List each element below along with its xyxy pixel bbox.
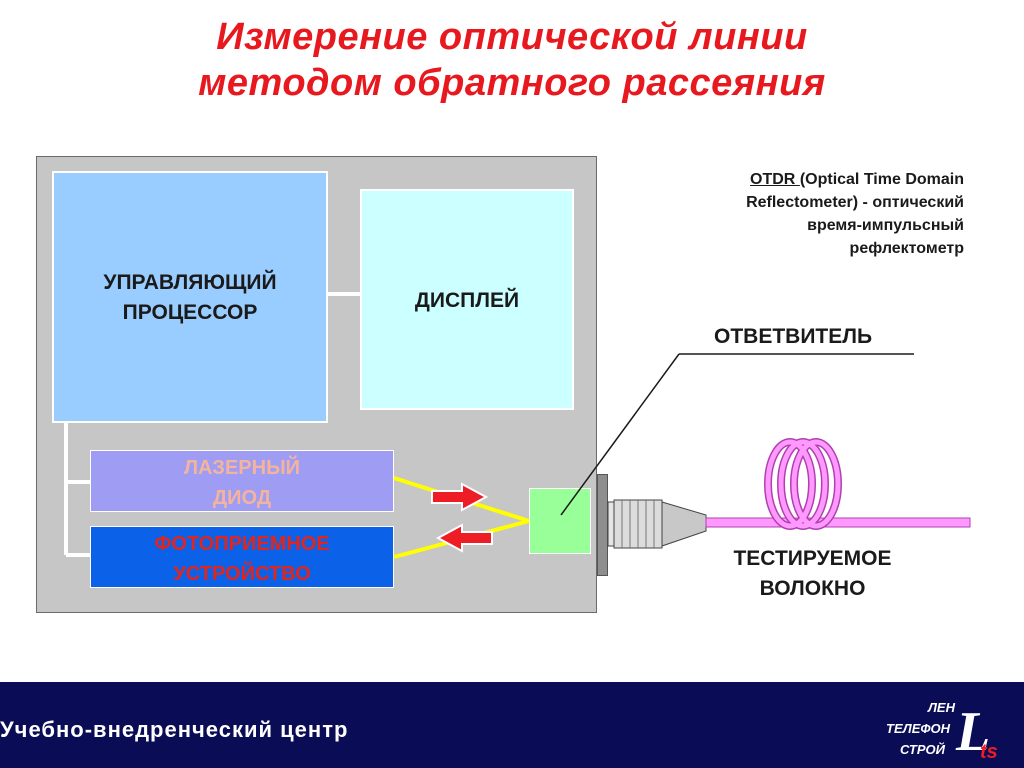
cpu-label-line-2: ПРОЦЕССОР (122, 301, 258, 324)
arrow-right-icon (431, 482, 489, 512)
fiber-label-line-1: ТЕСТИРУЕМОЕ (733, 547, 892, 570)
otdr-line-3: время-импульсный (807, 217, 964, 234)
laser-label-line-2: ДИОД (212, 487, 272, 509)
coupler-label: ОТВЕТВИТЕЛЬ (714, 325, 873, 348)
control-processor-block: УПРАВЛЯЮЩИЙ ПРОЦЕССОР (52, 171, 328, 423)
title-line-2: методом обратного рассеяния (198, 62, 826, 104)
laser-diode-block: ЛАЗЕРНЫЙ ДИОД (90, 450, 394, 512)
logo-line-2: ТЕЛЕФОН (886, 721, 951, 736)
title-line-1: Измерение оптической линии (216, 16, 808, 58)
lts-logo-icon: L ts (955, 701, 998, 763)
otdr-line-1: (Optical Time Domain (799, 171, 964, 188)
fiber-connector-icon (607, 499, 707, 549)
svg-text:L: L (955, 701, 990, 763)
fiber-label-line-2: ВОЛОКНО (759, 577, 866, 600)
photodetector-block: ФОТОПРИЕМНОЕ УСТРОЙСТВО (90, 526, 394, 588)
photo-label-line-2: УСТРОЙСТВО (173, 563, 311, 585)
arrow-left-icon (435, 523, 493, 553)
photo-label-line-1: ФОТОПРИЕМНОЕ (154, 533, 330, 555)
cpu-label-line-1: УПРАВЛЯЮЩИЙ (103, 271, 277, 294)
logo-line-1: ЛЕН (928, 700, 955, 715)
footer-center-name: Учебно-внедренческий центр (0, 717, 349, 742)
otdr-description: OTDR (Optical Time Domain Reflectometer)… (684, 168, 964, 260)
otdr-line-4: рефлектометр (849, 240, 964, 257)
svg-text:ts: ts (980, 741, 998, 763)
coupler-pointer-line (560, 353, 680, 516)
page-title: Измерение оптической линии методом обрат… (0, 14, 1024, 106)
display-label: ДИСПЛЕЙ (414, 289, 520, 312)
display-block: ДИСПЛЕЙ (360, 189, 574, 410)
company-logo: ЛЕН ТЕЛЕФОН СТРОЙ L ts (860, 700, 1010, 764)
logo-line-3: СТРОЙ (900, 742, 945, 757)
otdr-line-2: Reflectometer) - оптический (746, 194, 964, 211)
coupler-block (529, 488, 591, 554)
otdr-abbr: OTDR (750, 171, 800, 188)
footer-bar: Учебно-внедренческий центр ЛЕН ТЕЛЕФОН С… (0, 682, 1024, 768)
fiber-label: ТЕСТИРУЕМОЕ ВОЛОКНО (700, 544, 925, 604)
test-fiber-line (705, 517, 971, 528)
laser-label-line-1: ЛАЗЕРНЫЙ (183, 457, 301, 479)
